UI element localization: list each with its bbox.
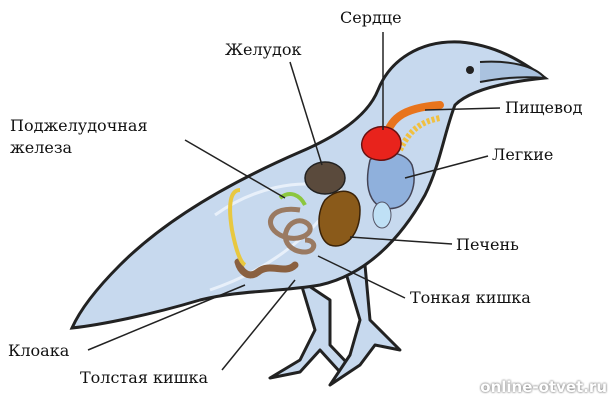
label-cloaca: Клоака (8, 341, 70, 360)
trachea (397, 115, 441, 152)
eye (466, 66, 474, 74)
label-pancreas-line1: Поджелудочная (10, 116, 148, 135)
watermark: online-otvet.ru (480, 378, 607, 396)
label-heart: Сердце (340, 8, 402, 27)
label-lungs: Легкие (492, 145, 554, 164)
liver (318, 190, 361, 247)
label-small-intestine: Тонкая кишка (410, 288, 531, 307)
label-large-intestine: Толстая кишка (80, 368, 209, 387)
lungs (366, 152, 415, 210)
beak (479, 60, 548, 83)
yolk-tube (228, 188, 247, 267)
small-intestine (268, 206, 317, 255)
label-stomach: Желудок (225, 40, 302, 59)
organs (228, 101, 444, 279)
leader-lines (87, 32, 501, 371)
stomach (304, 161, 346, 195)
label-pancreas-line2: железа (10, 138, 73, 157)
label-liver: Печень (456, 235, 519, 254)
large-intestine (234, 258, 299, 279)
label-esophagus: Пищевод (505, 98, 583, 117)
heart (361, 126, 402, 161)
legs (268, 263, 402, 387)
air-sac (372, 201, 392, 229)
